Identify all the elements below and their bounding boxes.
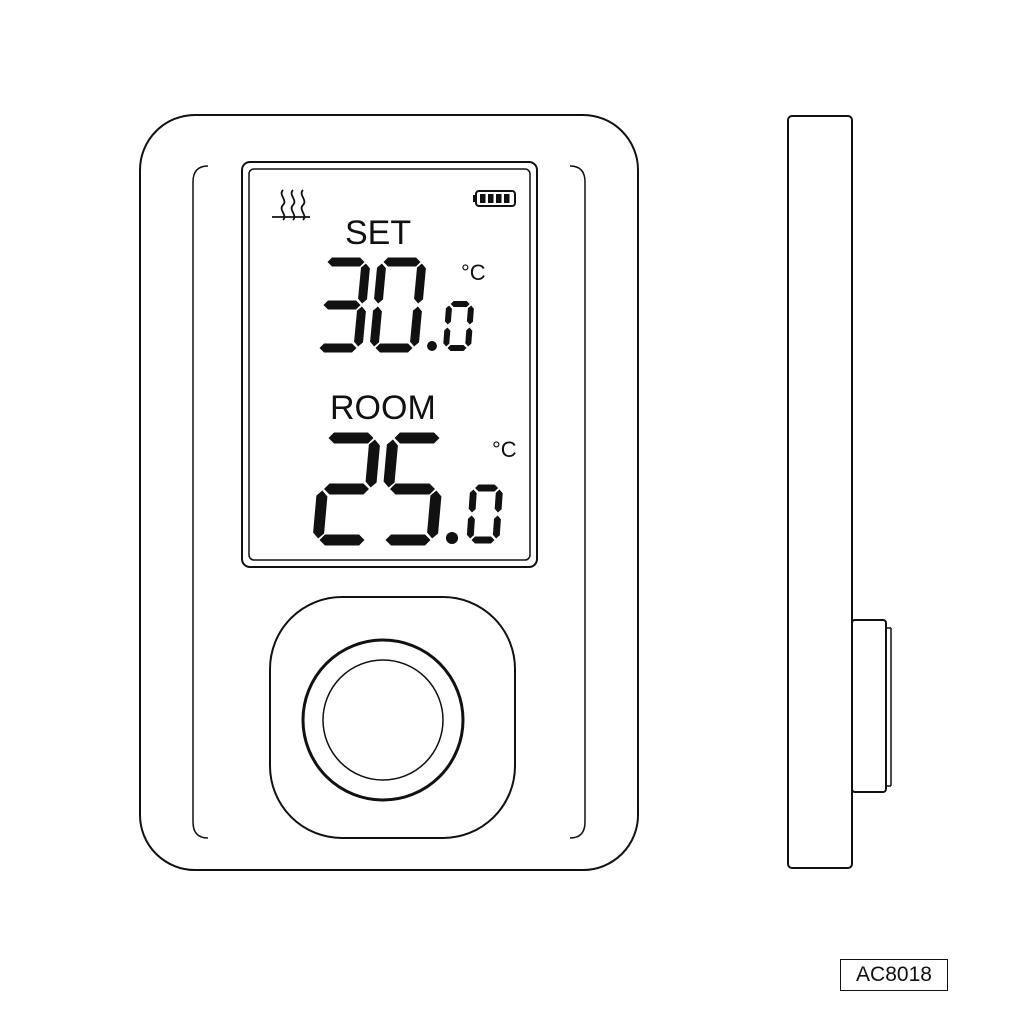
lcd-segment-b xyxy=(494,489,503,513)
lcd-segment-g xyxy=(323,300,361,310)
lcd-segment-g xyxy=(390,483,435,495)
lcd-segment-e xyxy=(443,327,451,347)
lcd-segment-f xyxy=(374,263,386,304)
lcd-segment-d xyxy=(319,343,357,353)
knob-icon[interactable] xyxy=(322,659,444,781)
right-bezel-groove xyxy=(569,165,586,839)
thermostat-front-view xyxy=(139,114,639,871)
lcd-segment-d xyxy=(375,343,413,353)
lcd-segment-e xyxy=(466,515,475,539)
lcd-segment-f xyxy=(468,489,477,513)
lcd-screen-outer xyxy=(241,161,538,568)
lcd-segment-f xyxy=(383,439,398,488)
lcd-segment-b xyxy=(414,263,426,304)
battery-bar xyxy=(488,194,494,203)
lcd-content: SET °C ROOM °C xyxy=(313,214,517,546)
lcd-segment-d xyxy=(319,534,365,546)
lcd-segment-d xyxy=(385,534,431,546)
lcd-segment-g xyxy=(324,483,369,495)
set-unit: °C xyxy=(461,260,486,285)
lcd-segment-a xyxy=(328,432,374,444)
side-knob-profile xyxy=(851,619,887,793)
lcd-segment-b xyxy=(365,439,380,488)
lcd-segment-d xyxy=(471,536,495,544)
lcd-segment-c xyxy=(410,306,422,347)
battery-icon xyxy=(473,190,516,207)
lcd-segment-d xyxy=(447,345,467,351)
knob-surround xyxy=(269,596,516,839)
room-temperature-digits xyxy=(313,432,503,546)
lcd-decimal-point xyxy=(445,531,459,545)
battery-bar xyxy=(496,194,502,203)
heating-icon xyxy=(272,189,310,221)
lcd-segment-e xyxy=(370,306,382,347)
lcd-segment-c xyxy=(427,490,442,539)
room-label: ROOM xyxy=(330,389,436,427)
model-code-label: AC8018 xyxy=(840,959,948,991)
thermostat-side-view xyxy=(787,115,892,869)
lcd-segment-a xyxy=(475,484,499,492)
lcd-segment-e xyxy=(313,490,328,539)
battery-bar xyxy=(480,194,486,203)
lcd-decimal-point xyxy=(427,341,437,351)
left-bezel-groove xyxy=(192,165,209,839)
set-label: SET xyxy=(345,214,411,252)
lcd-segment-b xyxy=(466,305,474,325)
battery-bar xyxy=(504,194,510,203)
lcd-segment-b xyxy=(358,263,370,304)
lcd-segment-c xyxy=(465,327,473,347)
set-temperature-digits xyxy=(319,257,474,353)
lcd-segment-f xyxy=(444,305,452,325)
lcd-segment-c xyxy=(354,306,366,347)
outer-housing xyxy=(139,114,639,871)
knob-ring xyxy=(301,638,465,802)
side-housing xyxy=(787,115,853,869)
lcd-screen-inner xyxy=(248,168,531,561)
lcd-segment-a xyxy=(383,257,421,267)
lcd-segment-a xyxy=(327,257,365,267)
lcd-segment-a xyxy=(450,301,470,307)
room-unit: °C xyxy=(492,437,517,462)
lcd-segment-a xyxy=(394,432,440,444)
lcd-segment-c xyxy=(492,515,501,539)
